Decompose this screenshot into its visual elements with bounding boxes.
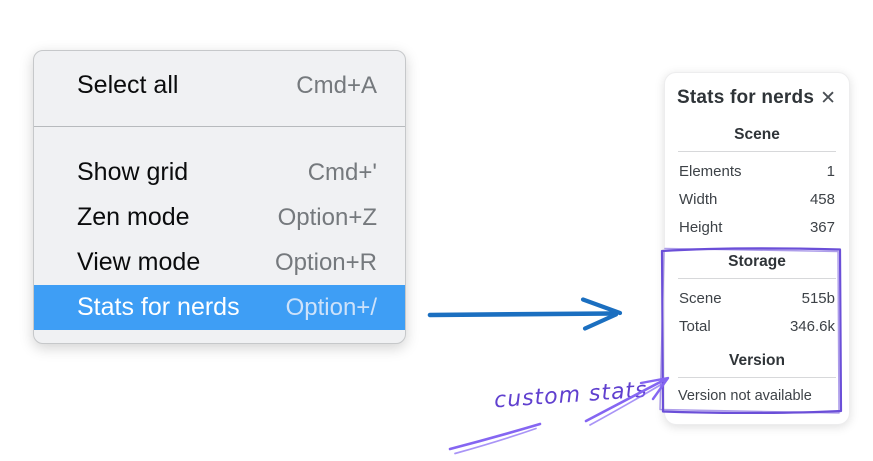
menu-item-shortcut: Cmd+' xyxy=(307,158,377,186)
stat-value: 367 xyxy=(809,219,835,236)
stat-row-storage-total: Total 346.6k xyxy=(679,318,835,335)
stat-row-storage-scene: Scene 515b xyxy=(679,290,835,307)
stat-label: Total xyxy=(679,318,711,335)
stats-panel-titlebar: Stats for nerds ✕ xyxy=(677,87,837,109)
stat-value: 458 xyxy=(809,191,835,208)
menu-item-shortcut: Option+Z xyxy=(277,203,377,231)
stat-label: Height xyxy=(679,219,723,236)
stat-label: Elements xyxy=(679,163,742,180)
menu-item-label: View mode xyxy=(77,248,201,276)
menu-item-label: Zen mode xyxy=(77,203,190,231)
menu-item-shortcut: Option+/ xyxy=(285,293,377,321)
stat-label: Scene xyxy=(679,290,722,307)
menu-item-view-mode[interactable]: View mode Option+R xyxy=(34,240,405,285)
stat-row-height: Height 367 xyxy=(679,219,835,236)
stat-row-width: Width 458 xyxy=(679,191,835,208)
menu-separator xyxy=(34,126,405,127)
section-header-storage: Storage xyxy=(728,253,786,270)
version-note: Version not available xyxy=(678,388,812,404)
section-divider xyxy=(678,377,836,378)
section-header-scene: Scene xyxy=(734,126,780,143)
menu-item-zen-mode[interactable]: Zen mode Option+Z xyxy=(34,195,405,240)
close-icon[interactable]: ✕ xyxy=(820,86,836,109)
menu-item-stats-for-nerds[interactable]: Stats for nerds Option+/ xyxy=(34,285,405,330)
menu-item-show-grid[interactable]: Show grid Cmd+' xyxy=(34,150,405,195)
section-divider xyxy=(678,151,836,152)
annotation-custom-stats-label: custom stats xyxy=(493,377,649,414)
menu-item-label: Stats for nerds xyxy=(77,293,240,321)
stat-label: Width xyxy=(679,191,718,208)
menu-item-label: Select all xyxy=(77,71,179,99)
stat-value: 515b xyxy=(801,290,835,307)
menu-item-select-all[interactable]: Select all Cmd+A xyxy=(34,63,405,108)
menu-item-label: Show grid xyxy=(77,158,189,186)
stats-panel-title: Stats for nerds xyxy=(677,87,815,108)
menu-item-shortcut: Cmd+A xyxy=(296,71,377,99)
stat-row-elements: Elements 1 xyxy=(679,163,835,180)
flow-arrow xyxy=(427,297,623,331)
context-menu: Select all Cmd+A Show grid Cmd+' Zen mod… xyxy=(33,50,406,344)
stats-panel: Stats for nerds ✕ Scene Elements 1 Width… xyxy=(664,72,850,425)
section-header-version: Version xyxy=(729,352,785,369)
menu-item-shortcut: Option+R xyxy=(274,248,377,276)
stat-value: 346.6k xyxy=(789,318,835,335)
section-divider xyxy=(678,278,836,279)
stat-value: 1 xyxy=(826,163,835,180)
